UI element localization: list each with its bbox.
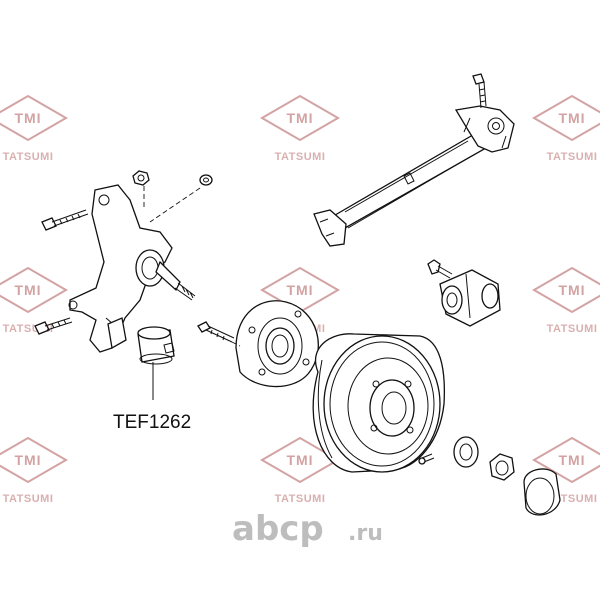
logo-suffix: .ru bbox=[348, 521, 383, 546]
watermark-logo: TMI TATSUMI bbox=[260, 94, 340, 163]
drum-screw bbox=[418, 453, 435, 465]
watermark-layer: TMI TATSUMI TMI TATSUMI TMI TATSUMI TMI TATSUMI… bbox=[0, 94, 600, 505]
watermark-name: TATSUMI bbox=[275, 151, 326, 163]
watermark-name: TATSUMI bbox=[275, 493, 326, 505]
watermark-brand: TMI bbox=[14, 110, 41, 126]
watermark-diamond bbox=[260, 94, 340, 142]
part-number-callout: TEF1262 bbox=[113, 412, 191, 433]
axle-beam bbox=[313, 105, 515, 247]
watermark-brand: TMI bbox=[286, 452, 313, 468]
bearing-washer bbox=[453, 436, 479, 468]
watermark-logo: TMI TATSUMI bbox=[532, 266, 600, 335]
logo-text: abcp bbox=[232, 509, 324, 549]
watermark-diamond bbox=[0, 436, 68, 484]
knuckle-cap bbox=[107, 317, 127, 350]
bolt-lower-left bbox=[34, 317, 73, 335]
hub-nut bbox=[489, 453, 515, 481]
watermark-diamond bbox=[532, 436, 600, 484]
bolt-upper-left bbox=[41, 209, 89, 231]
abcp-logo: abcp .ru bbox=[232, 509, 383, 549]
watermark-brand: TMI bbox=[558, 282, 585, 298]
watermark-diamond bbox=[0, 94, 68, 142]
watermark-logo: TMI TATSUMI bbox=[0, 436, 68, 505]
watermark-name: TATSUMI bbox=[547, 323, 598, 335]
wheel-hub bbox=[235, 300, 319, 388]
watermark-diamond bbox=[532, 266, 600, 314]
watermark-diamond bbox=[0, 266, 68, 314]
watermark-logo: TMI TATSUMI bbox=[532, 94, 600, 163]
washer-top bbox=[199, 174, 213, 186]
watermark-brand: TMI bbox=[558, 110, 585, 126]
nut-top bbox=[132, 170, 150, 186]
wheel-cylinder bbox=[439, 269, 501, 327]
watermark-name: TATSUMI bbox=[547, 151, 598, 163]
watermark-name: TATSUMI bbox=[3, 151, 54, 163]
watermark-diamond bbox=[532, 94, 600, 142]
dust-cap bbox=[523, 468, 561, 516]
watermark-brand: TMI bbox=[558, 452, 585, 468]
watermark-brand: TMI bbox=[14, 452, 41, 468]
watermark-brand: TMI bbox=[14, 282, 41, 298]
watermark-brand: TMI bbox=[286, 110, 313, 126]
watermark-name: TATSUMI bbox=[3, 493, 54, 505]
watermark-brand: TMI bbox=[286, 282, 313, 298]
bleeder-screw bbox=[427, 259, 453, 279]
watermark-logo: TMI TATSUMI bbox=[0, 94, 68, 163]
axle-bolt bbox=[472, 73, 487, 109]
steering-knuckle bbox=[68, 184, 196, 353]
bushing bbox=[137, 326, 175, 365]
hub-bolt bbox=[197, 321, 235, 343]
brake-drum bbox=[312, 333, 446, 473]
